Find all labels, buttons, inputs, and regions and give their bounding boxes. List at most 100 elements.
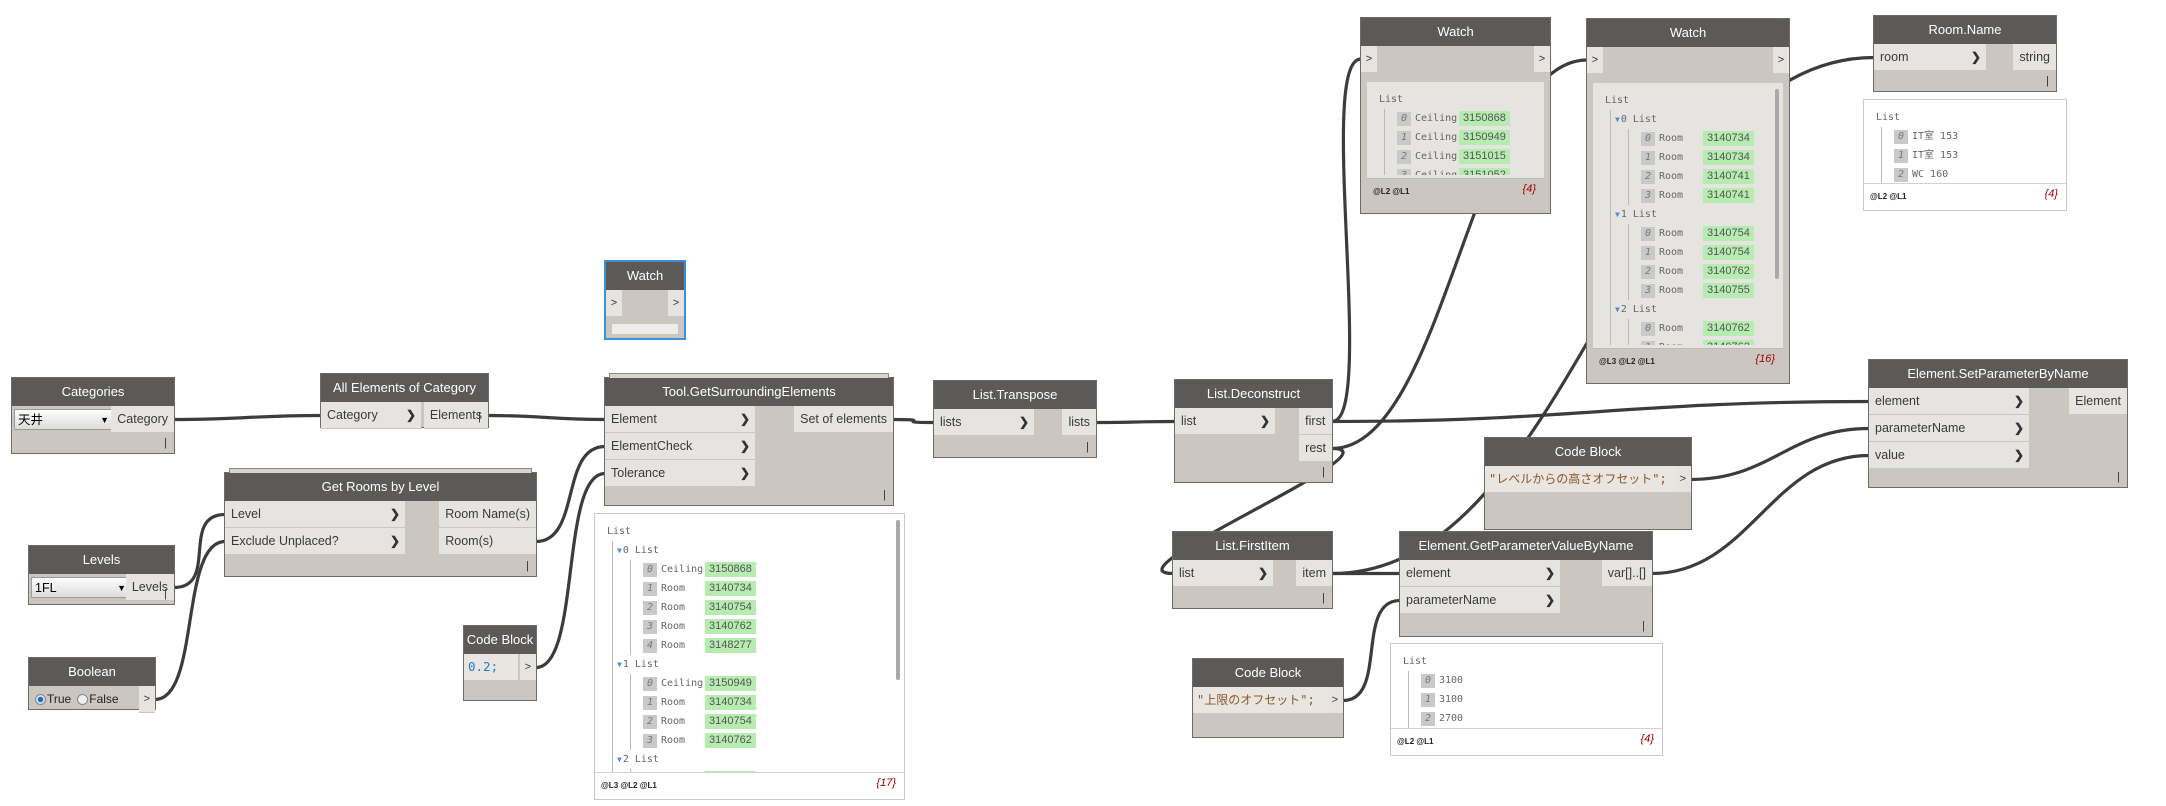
output-port-set-of-elements[interactable]: Set of elements [794,406,893,433]
input-port-category[interactable]: Category❯ [321,402,421,429]
connector-wire[interactable] [487,413,606,422]
dropdown-select[interactable]: 天井▼ [14,409,114,430]
watch-input-port[interactable]: > [606,290,622,316]
element-id-badge[interactable]: 3150949 [705,676,756,691]
connector-wire[interactable] [1095,419,1176,425]
watch-small-node[interactable]: Watch>> [604,260,686,340]
watch-output-port[interactable]: > [1534,46,1550,72]
watch-output-port[interactable]: > [668,290,684,316]
output-port-room-s-[interactable]: Room(s) [439,528,536,555]
lacing-indicator[interactable]: | [1086,441,1089,453]
lacing-indicator[interactable]: | [1642,620,1645,632]
code-input[interactable]: "上限のオフセット"; [1193,687,1327,713]
radio-label-false[interactable]: False [89,692,119,706]
sublist-header[interactable]: ▼1 List [617,655,904,674]
output-port-elements[interactable]: Elements [423,402,488,429]
radio-button-icon[interactable] [35,694,46,706]
list-levels[interactable]: @L2 @L1 [1397,737,1434,746]
lacing-indicator[interactable]: | [2117,471,2120,483]
input-port-list[interactable]: list❯ [1173,560,1273,587]
watch-input-port[interactable]: > [1587,47,1603,73]
element-id-badge[interactable]: 3140754 [1703,245,1754,260]
element-id-badge[interactable]: 3140734 [705,581,756,596]
element-id-badge[interactable]: 3140734 [1703,131,1754,146]
radio-button-icon[interactable] [77,694,89,706]
radio-label-true[interactable]: True [47,692,72,706]
list-levels[interactable]: @L3 @L2 @L1 [601,781,657,790]
element-id-badge[interactable]: 3140741 [1703,188,1754,203]
element-id-badge[interactable]: 3140741 [1703,169,1754,184]
sublist-header[interactable]: ▼2 List [617,750,904,769]
sublist-header[interactable]: ▼0 List [1615,110,1783,129]
sublist-header[interactable]: ▼2 List [1615,300,1783,319]
collapse-triangle-icon[interactable]: ▼ [1615,115,1620,124]
element-id-badge[interactable]: 3151015 [705,771,756,772]
collapse-triangle-icon[interactable]: ▼ [1615,210,1620,219]
output-port-lists[interactable]: lists [1062,409,1096,436]
scrollbar[interactable] [896,520,900,680]
input-port-elementcheck[interactable]: ElementCheck❯ [605,433,755,460]
output-port-rest[interactable]: rest [1299,435,1332,462]
element-id-badge[interactable]: 3150868 [705,562,756,577]
list-levels[interactable]: @L2 @L1 [1870,192,1907,201]
lacing-indicator[interactable]: | [2046,75,2049,87]
element-id-badge[interactable]: 3151052 [1459,168,1510,175]
output-port-element[interactable]: Element [2069,388,2127,415]
sublist-header[interactable]: ▼1 List [1615,205,1783,224]
lacing-indicator[interactable]: | [478,411,481,423]
collapse-triangle-icon[interactable]: ▼ [617,546,622,555]
collapse-triangle-icon[interactable]: ▼ [1615,305,1620,314]
input-port-element[interactable]: element❯ [1869,388,2029,415]
element-id-badge[interactable]: 3148277 [705,638,756,653]
dropdown-select[interactable]: 1FL▼ [31,577,131,598]
connector-wire[interactable] [892,417,935,425]
element-id-badge[interactable]: 3140755 [1703,283,1754,298]
list-levels[interactable]: @L2 @L1 [1373,187,1410,196]
connector-wire[interactable] [1331,399,1870,424]
watch-output-port[interactable]: > [1773,47,1789,73]
element-id-badge[interactable]: 3150949 [1459,130,1510,145]
output-port-room-name-s-[interactable]: Room Name(s) [439,501,536,528]
input-port-element[interactable]: element❯ [1400,560,1560,587]
input-port-exclude-unplaced-[interactable]: Exclude Unplaced?❯ [225,528,405,555]
element-id-badge[interactable]: 3151015 [1459,149,1510,164]
output-port-item[interactable]: item [1296,560,1332,587]
connector-wire[interactable] [535,471,606,670]
element-id-badge[interactable]: 3140754 [1703,226,1754,241]
element-id-badge[interactable]: 3140762 [705,619,756,634]
lacing-indicator[interactable]: | [526,560,529,572]
input-port-value[interactable]: value❯ [1869,442,2029,469]
input-port-level[interactable]: Level❯ [225,501,405,528]
output-port-string[interactable]: string [2013,44,2056,71]
list-levels[interactable]: @L3 @L2 @L1 [1599,357,1655,366]
sublist-header[interactable]: ▼0 List [617,541,904,560]
input-port-parametername[interactable]: parameterName❯ [1400,587,1560,614]
watch-input-port[interactable]: > [1361,46,1377,72]
output-port-category[interactable]: Category [111,406,174,433]
connector-wire[interactable] [535,444,606,544]
element-id-badge[interactable]: 3140754 [705,714,756,729]
scrollbar[interactable] [1775,89,1779,279]
collapse-triangle-icon[interactable]: ▼ [617,755,622,764]
code-input[interactable]: "レベルからの高さオフセット"; [1485,466,1675,492]
lacing-indicator[interactable]: | [1322,592,1325,604]
element-id-badge[interactable]: 3140762 [1703,340,1754,345]
element-id-badge[interactable]: 3140762 [1703,264,1754,279]
element-id-badge[interactable]: 3140762 [1703,321,1754,336]
element-id-badge[interactable]: 3140754 [705,600,756,615]
connector-wire[interactable] [173,413,322,422]
connector-wire[interactable] [1160,446,1345,576]
input-port-room[interactable]: room❯ [1874,44,1986,71]
input-port-parametername[interactable]: parameterName❯ [1869,415,2029,442]
